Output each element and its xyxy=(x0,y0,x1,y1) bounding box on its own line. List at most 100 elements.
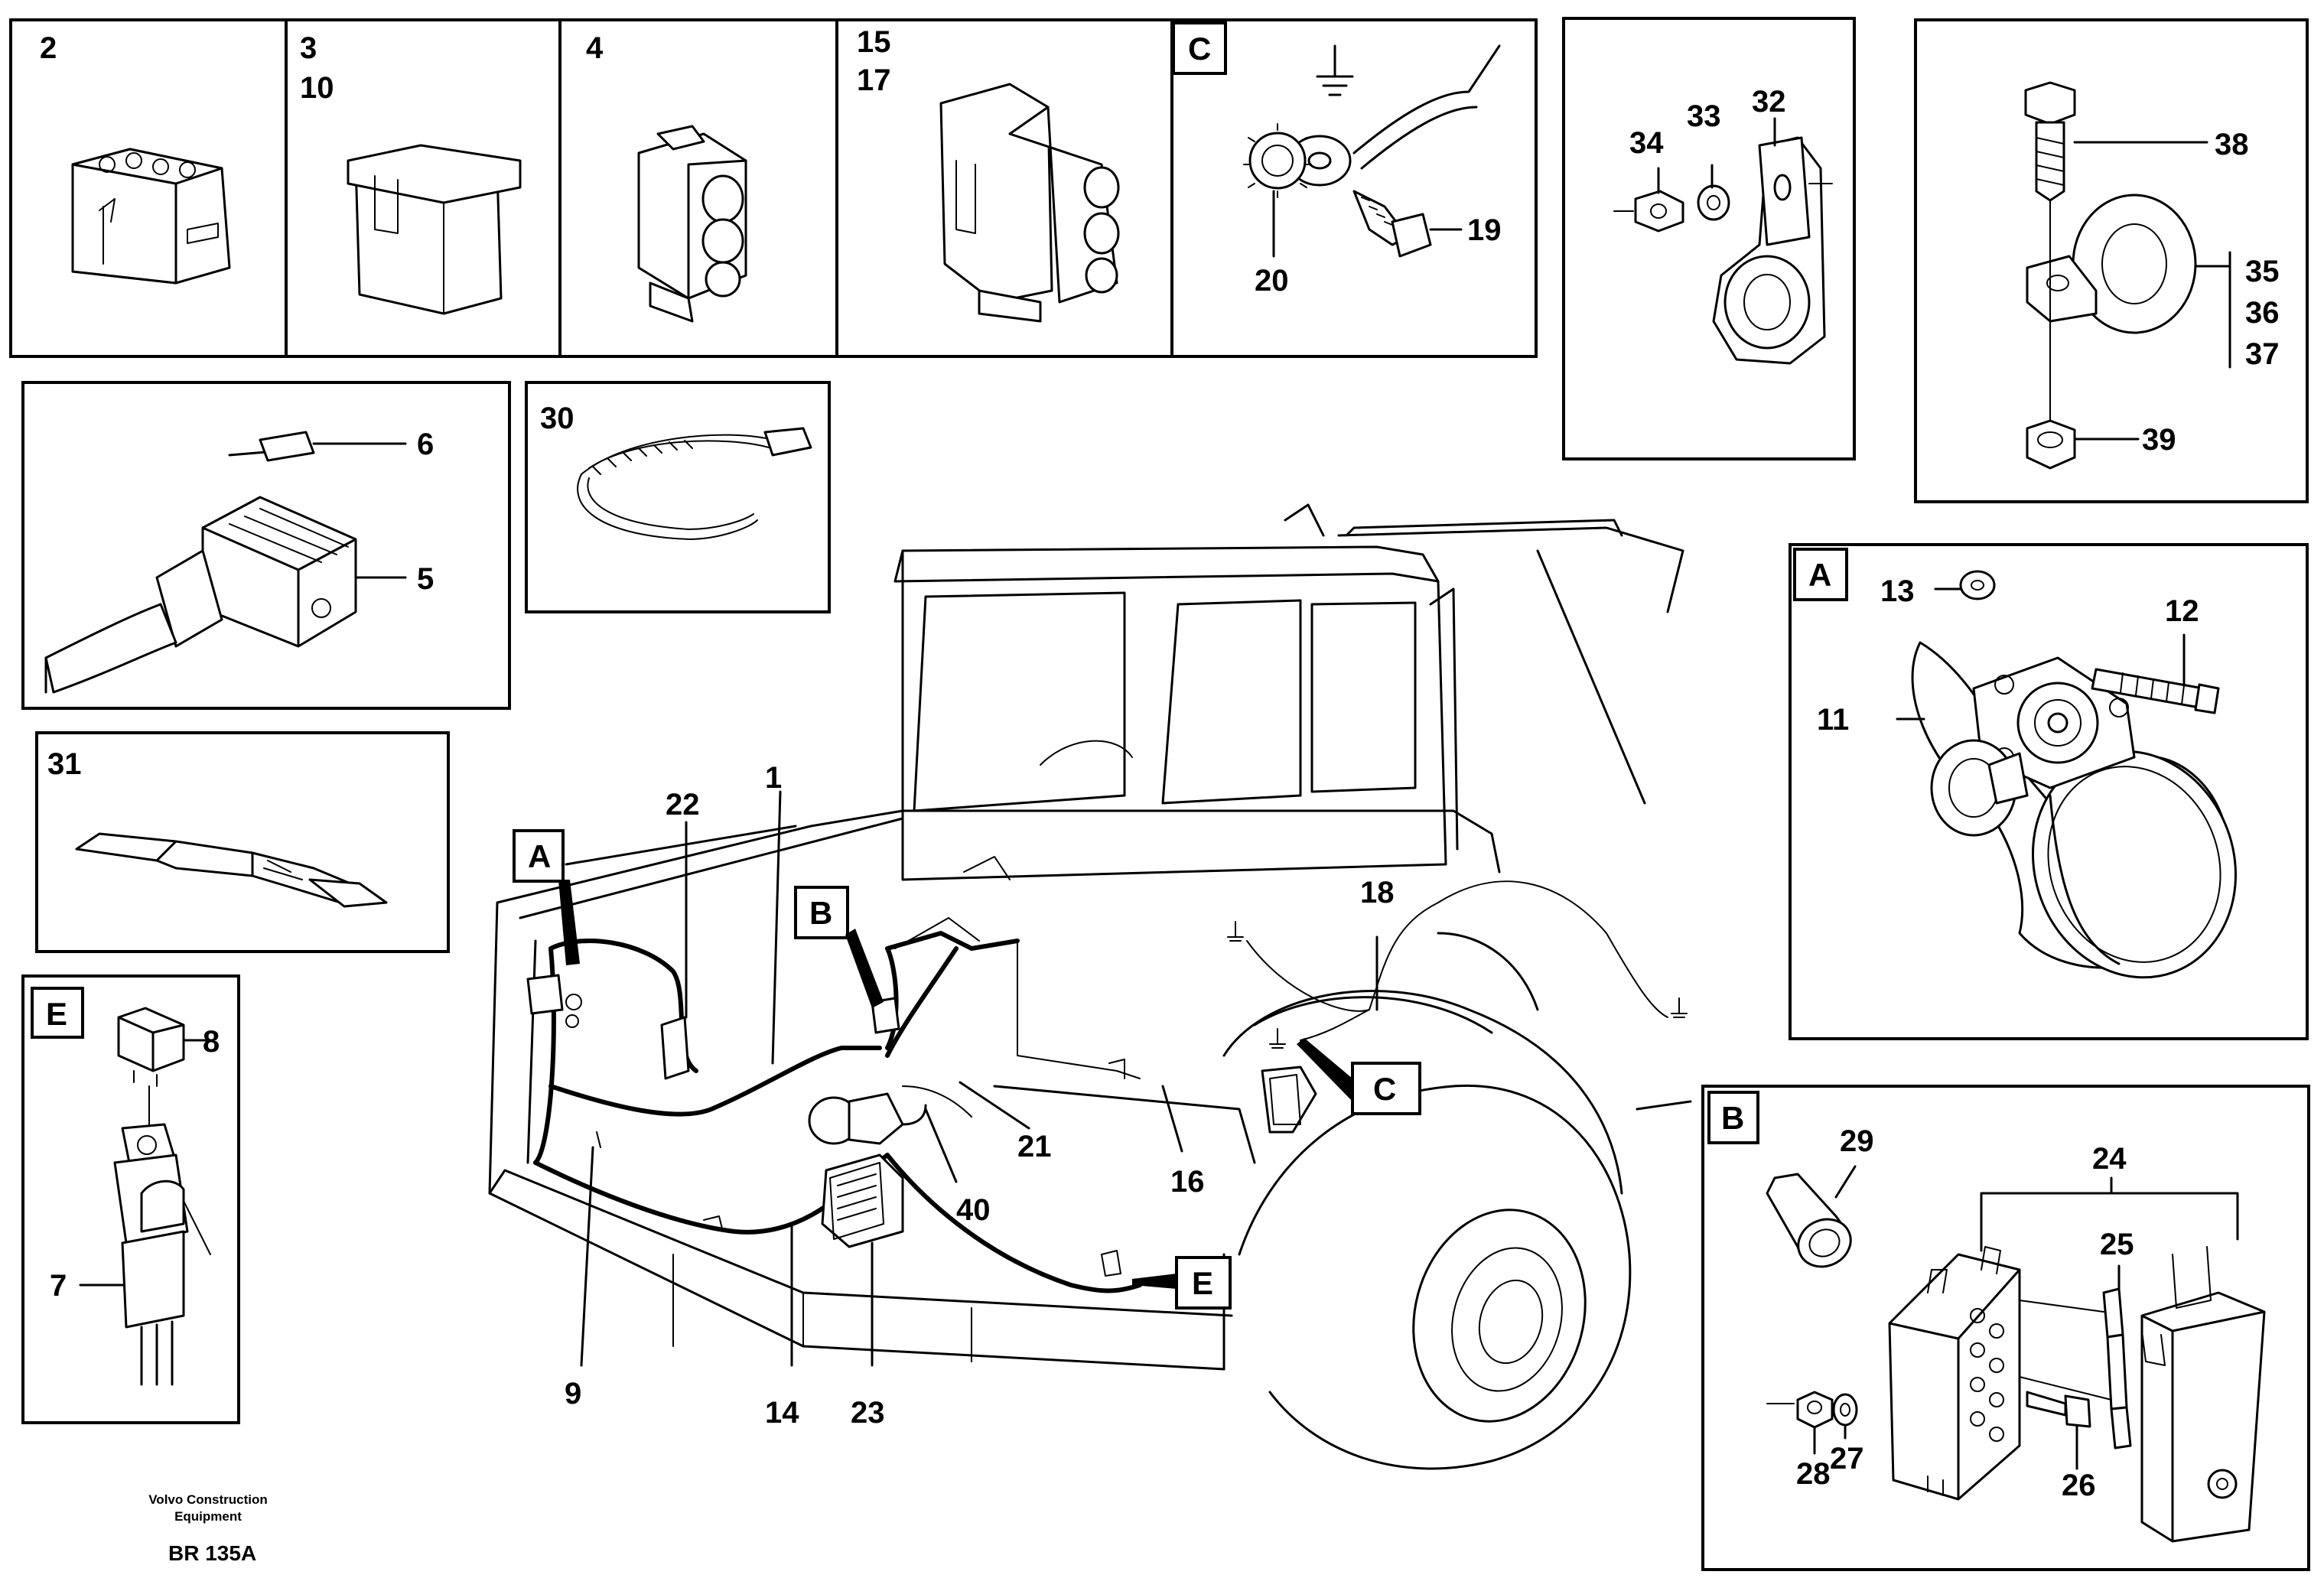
loader-front-illustration xyxy=(488,503,1692,1470)
front-frame xyxy=(488,809,1501,1371)
relay-panel-A-icon xyxy=(526,974,582,1028)
panel-30-label: 30 xyxy=(540,402,574,435)
callout-37: 37 xyxy=(2245,337,2280,371)
panel-31-terminal: 31 xyxy=(35,731,450,953)
main-callouts: 1 22 A B 18 C E 21 16 40 9 14 23 xyxy=(513,761,1421,1430)
nut-34-icon xyxy=(1613,190,1684,233)
callout-27: 27 xyxy=(1830,1442,1864,1475)
panel-3-10-connector: 3 10 xyxy=(285,18,561,358)
callout-33: 33 xyxy=(1687,99,1721,133)
callout-11: 11 xyxy=(1817,703,1849,737)
front-wheel xyxy=(1222,932,1632,1470)
callout-23: 23 xyxy=(851,1396,885,1430)
ground-symbol-icon xyxy=(1227,921,1688,1049)
bolt-38-icon xyxy=(2024,81,2208,202)
socket-5-icon xyxy=(44,496,407,694)
panel-A-key: A xyxy=(1808,557,1831,593)
panel-B-key: B xyxy=(1721,1100,1744,1136)
fuse-box-B-icon xyxy=(871,997,900,1034)
fuse-block-24-icon xyxy=(1888,1246,2021,1501)
work-light-23-icon xyxy=(821,1153,904,1248)
relay-7-icon xyxy=(79,1123,211,1386)
callout-20: 20 xyxy=(1255,264,1289,298)
callout-7: 7 xyxy=(50,1269,67,1303)
callout-18: 18 xyxy=(1360,876,1395,909)
nut-28-icon xyxy=(1766,1391,1834,1455)
washer-33-icon xyxy=(1697,184,1730,221)
key-C-main: C xyxy=(1373,1071,1396,1107)
terminal-31-icon xyxy=(75,832,388,908)
callout-36: 36 xyxy=(2245,296,2280,330)
callout-40: 40 xyxy=(956,1193,991,1227)
bolt-12-icon xyxy=(2091,633,2220,714)
panel-E-key: E xyxy=(46,996,67,1032)
nut-39-icon xyxy=(2026,419,2140,470)
callout-13: 13 xyxy=(1880,574,1915,608)
callout-39: 39 xyxy=(2142,423,2176,457)
ground-symbol-icon xyxy=(1316,44,1354,96)
fuse-8-icon xyxy=(117,1007,208,1087)
panel-4-connector: 4 xyxy=(558,18,838,358)
panel-4-label: 4 xyxy=(586,31,604,65)
cab xyxy=(893,503,1459,881)
callout-21: 21 xyxy=(1017,1130,1052,1163)
nut-13-icon xyxy=(1934,570,1996,600)
callout-6: 6 xyxy=(417,428,434,461)
callout-29: 29 xyxy=(1840,1124,1874,1158)
cover-24-icon xyxy=(2140,1246,2266,1543)
panel-15-label: 15 xyxy=(857,25,891,59)
boot-29-icon xyxy=(1766,1165,1857,1268)
callout-28: 28 xyxy=(1796,1457,1831,1491)
callout-16: 16 xyxy=(1170,1165,1205,1199)
key-B-main: B xyxy=(809,895,832,931)
title-block: Volvo Construction Equipment BR 135A xyxy=(148,1492,268,1565)
connector-3-icon xyxy=(347,144,522,315)
callout-19: 19 xyxy=(1467,213,1502,247)
callout-12: 12 xyxy=(2165,594,2199,628)
panel-31-label: 31 xyxy=(47,747,82,781)
key-E-main: E xyxy=(1192,1265,1213,1301)
panel-15-17-connector: 15 17 xyxy=(835,18,1173,358)
link-25-icon xyxy=(2019,1264,2132,1449)
connector-15-icon xyxy=(939,83,1120,323)
panel-C-key: C xyxy=(1188,31,1211,67)
connector-4-icon xyxy=(637,125,747,323)
panel-C-ground-detail: C 20 19 xyxy=(1170,18,1538,358)
horn-11-icon xyxy=(1896,641,2237,979)
clamp-35-icon xyxy=(2026,194,2197,421)
callout-32: 32 xyxy=(1752,85,1786,119)
connector-block-22-icon xyxy=(660,1016,690,1080)
callout-25: 25 xyxy=(2100,1228,2134,1261)
company-name-line2: Equipment xyxy=(174,1509,242,1524)
washer-27-icon xyxy=(1832,1393,1858,1440)
callout-1: 1 xyxy=(765,761,782,795)
panel-A-horn-detail: A 13 12 xyxy=(1789,543,2309,1040)
clamp-32-icon xyxy=(1712,136,1833,365)
callout-8: 8 xyxy=(203,1025,220,1059)
drawing-number: BR 135A xyxy=(168,1541,256,1565)
callout-35: 35 xyxy=(2245,255,2280,288)
ground-strap-icon xyxy=(1243,44,1501,258)
cable-tie-30-icon xyxy=(577,427,812,540)
panel-3-label: 3 xyxy=(300,31,317,65)
callout-34: 34 xyxy=(1629,126,1664,160)
company-name-line1: Volvo Construction xyxy=(148,1492,268,1507)
callout-22: 22 xyxy=(666,788,700,822)
callout-9: 9 xyxy=(565,1377,581,1410)
diode-6-icon xyxy=(228,431,407,462)
panel-2-connector: 2 xyxy=(9,18,288,358)
panel-30-cable-tie: 30 xyxy=(525,381,831,613)
callout-14: 14 xyxy=(765,1396,799,1430)
key-A-main: A xyxy=(528,838,551,874)
horn-on-machine-icon xyxy=(808,1092,927,1145)
panel-35-39-clamp: 38 35 36 37 39 xyxy=(1914,18,2309,503)
callout-38: 38 xyxy=(2215,128,2249,161)
panel-B-fuse-block-detail: B 29 24 xyxy=(1701,1085,2310,1571)
reflector-16-icon xyxy=(1261,1066,1317,1134)
panel-32-34-clamp: 34 33 32 xyxy=(1562,17,1856,460)
panel-17-label: 17 xyxy=(857,63,891,97)
wiring-harness xyxy=(533,856,1142,1293)
connector-2-icon xyxy=(71,148,231,285)
callout-5: 5 xyxy=(417,562,434,596)
